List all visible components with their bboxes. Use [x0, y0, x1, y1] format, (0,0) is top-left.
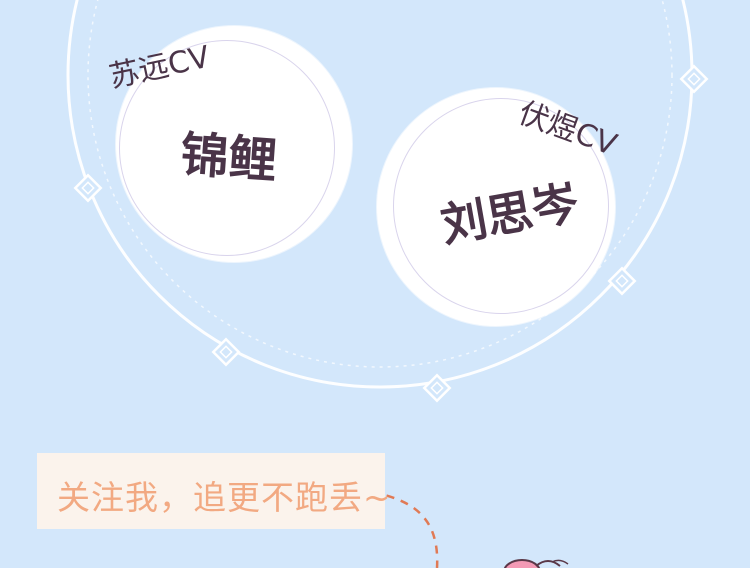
pink-mascot-icon: [503, 559, 569, 568]
character-bubble-1: [116, 26, 352, 262]
diamond-ornament-icon: [73, 173, 103, 203]
follow-banner: 关注我，追更不跑丢~: [37, 453, 391, 529]
diamond-ornament-icon: [422, 373, 452, 403]
bubble-ring: [119, 40, 335, 256]
lace-ring: [87, 0, 673, 368]
diamond-ornament-icon: [679, 64, 709, 94]
character-name-1: 锦鲤: [178, 126, 279, 190]
diamond-ornament-icon: [607, 266, 637, 296]
bubble-ring: [393, 98, 609, 314]
character-bubble-2: [377, 88, 615, 326]
diamond-ornament-icon: [211, 337, 241, 367]
dashed-curve: [371, 490, 439, 568]
follow-text: 关注我，追更不跑丢~: [57, 478, 392, 517]
